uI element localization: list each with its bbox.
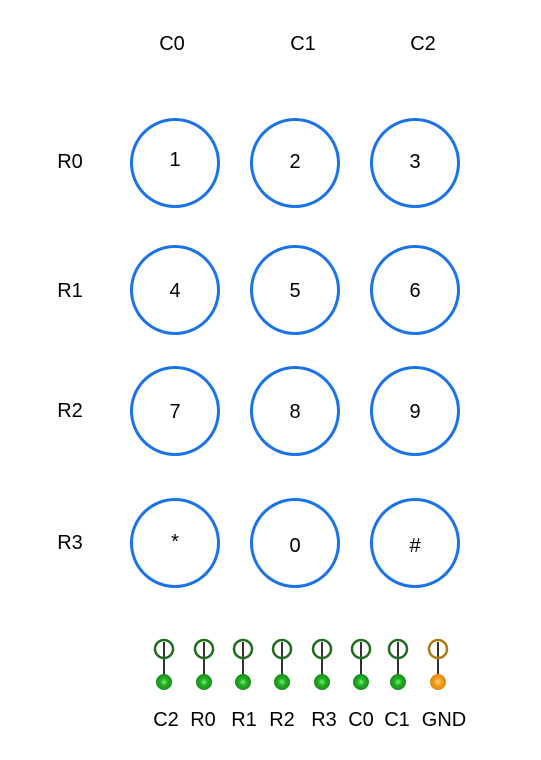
key-0[interactable]: 0: [250, 498, 340, 588]
pin-gnd[interactable]: [427, 638, 449, 690]
pin-pad: [235, 674, 251, 690]
pin-pad: [196, 674, 212, 690]
pin-pad: [274, 674, 290, 690]
pin-c0[interactable]: [350, 638, 372, 690]
pin-c1[interactable]: [387, 638, 409, 690]
pin-label-c2: C2: [153, 709, 179, 731]
key-label: 9: [409, 401, 421, 423]
pin-r0[interactable]: [193, 638, 215, 690]
row-label-r2: R2: [57, 400, 83, 422]
pin-r3[interactable]: [311, 638, 333, 690]
pin-label-r3: R3: [311, 709, 337, 731]
pin-r1[interactable]: [232, 638, 254, 690]
key-8[interactable]: 8: [250, 366, 340, 456]
row-label-r0: R0: [57, 151, 83, 173]
row-label-r1: R1: [57, 280, 83, 302]
key-label: *: [171, 531, 179, 553]
key-4[interactable]: 4: [130, 245, 220, 335]
key-star[interactable]: *: [130, 498, 220, 588]
pin-ring: [427, 638, 449, 660]
pin-pad: [390, 674, 406, 690]
pin-label-c0: C0: [348, 709, 374, 731]
pin-ring: [387, 638, 409, 660]
key-3[interactable]: 3: [370, 118, 460, 208]
column-label-c1: C1: [290, 33, 316, 55]
key-6[interactable]: 6: [370, 245, 460, 335]
key-label: 8: [289, 401, 301, 423]
pin-c2[interactable]: [153, 638, 175, 690]
key-label: 4: [169, 280, 181, 302]
pin-pad: [156, 674, 172, 690]
pin-ring: [311, 638, 333, 660]
row-label-r3: R3: [57, 532, 83, 554]
pin-ring: [350, 638, 372, 660]
key-label: 0: [289, 535, 301, 557]
key-label: #: [409, 535, 421, 557]
pin-pad: [430, 674, 446, 690]
key-2[interactable]: 2: [250, 118, 340, 208]
key-label: 6: [409, 280, 421, 302]
key-9[interactable]: 9: [370, 366, 460, 456]
key-label: 2: [289, 151, 301, 173]
pin-label-r2: R2: [269, 709, 295, 731]
key-label: 1: [169, 149, 181, 171]
pin-ring: [232, 638, 254, 660]
pin-label-r0: R0: [190, 709, 216, 731]
key-5[interactable]: 5: [250, 245, 340, 335]
key-label: 5: [289, 280, 301, 302]
pin-ring: [153, 638, 175, 660]
pin-pad: [353, 674, 369, 690]
column-label-c2: C2: [410, 33, 436, 55]
pin-label-r1: R1: [231, 709, 257, 731]
key-1[interactable]: 1: [130, 118, 220, 208]
key-label: 3: [409, 151, 421, 173]
key-hash[interactable]: #: [370, 498, 460, 588]
pin-label-c1: C1: [384, 709, 410, 731]
key-label: 7: [169, 401, 181, 423]
pin-ring: [271, 638, 293, 660]
key-7[interactable]: 7: [130, 366, 220, 456]
pin-label-gnd: GND: [421, 709, 467, 731]
column-label-c0: C0: [159, 33, 185, 55]
pin-pad: [314, 674, 330, 690]
pin-ring: [193, 638, 215, 660]
pin-r2[interactable]: [271, 638, 293, 690]
